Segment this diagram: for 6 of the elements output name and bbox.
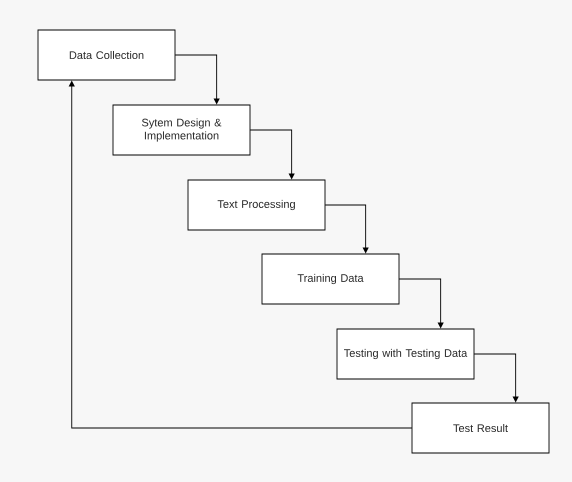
process-box: Data Collection: [38, 30, 176, 80]
process-box: Training Data: [262, 254, 400, 304]
process-box: Text Processing: [188, 180, 326, 230]
process-box: Sytem Design & Implementation: [112, 104, 250, 156]
process-box: Testing with Testing Data: [336, 328, 474, 380]
process-box: Test Result: [412, 402, 550, 454]
